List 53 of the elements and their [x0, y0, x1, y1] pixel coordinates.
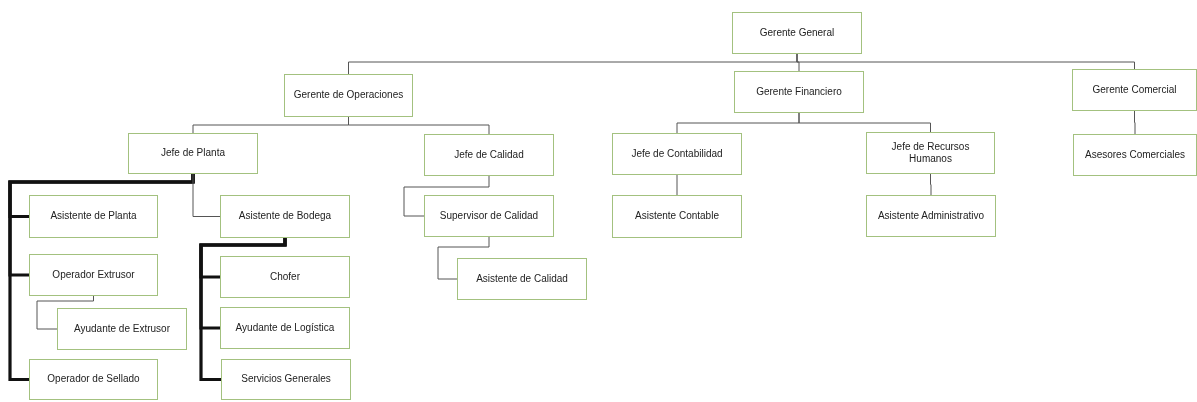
connector-line [437, 236, 490, 280]
position-title: Asistente de Calidad [476, 272, 568, 286]
position-title: Asesores Comerciales [1084, 148, 1185, 162]
position-title: Ayudante de Logística [235, 321, 335, 335]
position-box [424, 195, 554, 237]
position-title: Jefe de Planta [161, 147, 225, 160]
position-box [29, 254, 158, 296]
position-title: Asistente de Planta [50, 210, 137, 223]
position-title: Asistente Contable [635, 210, 719, 223]
position-title: Jefe de Recursos Humanos [890, 140, 971, 166]
position-box [221, 359, 351, 400]
connector-line [8, 174, 195, 382]
position-box [57, 308, 187, 350]
position-title: Gerente Financiero [756, 85, 842, 99]
position-box [284, 74, 413, 117]
position-title: Operador de Sellado [47, 373, 140, 386]
position-title: Gerente General [759, 26, 835, 40]
position-title: Ayudante de Extrusor [74, 322, 170, 336]
position-box [732, 12, 862, 54]
position-title: Asistente de Bodega [238, 210, 332, 223]
position-box [457, 258, 587, 300]
connector-line [930, 173, 932, 196]
position-box [1073, 134, 1197, 176]
position-box [220, 256, 350, 298]
position-title: Jefe de Calidad [454, 148, 524, 162]
position-title: Chofer [270, 270, 300, 284]
position-title: Gerente de Operaciones [293, 89, 404, 102]
connector-line [796, 53, 1135, 70]
position-box [220, 195, 350, 238]
position-box [220, 307, 350, 349]
connector-line [798, 112, 931, 133]
position-title: Jefe de Contabilidad [631, 147, 723, 161]
position-box [612, 195, 742, 238]
position-box [866, 132, 995, 174]
position-box [128, 133, 258, 174]
position-title: Gerente Comercial [1092, 83, 1177, 97]
position-box [424, 134, 554, 176]
position-title: Asistente Administrativo [877, 209, 985, 223]
position-box [29, 195, 158, 238]
position-box [734, 71, 864, 113]
position-title: Operador Extrusor [52, 268, 135, 282]
connector-line [403, 175, 490, 217]
position-box [1072, 69, 1197, 111]
position-box [612, 133, 742, 175]
position-title: Servicios Generales [241, 373, 331, 386]
connector-line [1134, 110, 1136, 135]
position-box [866, 195, 996, 237]
connector-line [192, 173, 221, 217]
connector-line [36, 295, 94, 330]
connector-line [676, 174, 678, 196]
connector-line [199, 238, 287, 382]
position-box [29, 359, 158, 400]
position-title: Supervisor de Calidad [439, 209, 539, 223]
